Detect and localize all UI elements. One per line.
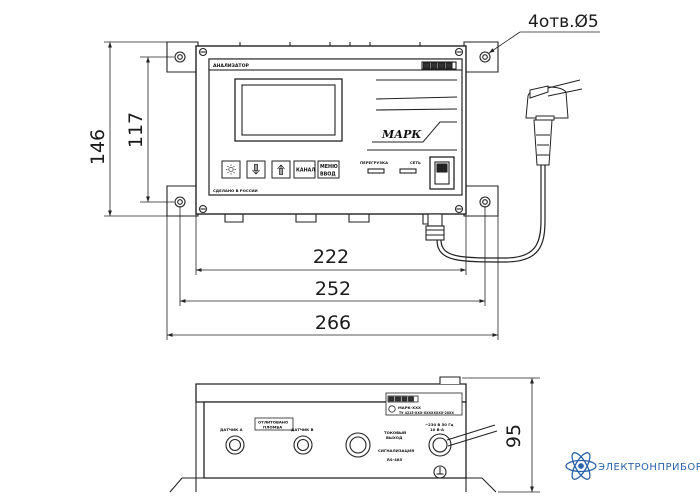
seal-label-box: [254, 417, 294, 431]
dim-117: 117: [125, 112, 147, 148]
menu-button-label: МЕНЮ: [320, 164, 338, 170]
dimension-lines: [104, 31, 600, 340]
side-cable-gland: [428, 424, 498, 457]
panel-brand: МАРК: [381, 128, 422, 141]
power-cable: [436, 165, 546, 263]
current-output-label-2: ВЫХОД: [386, 435, 403, 440]
signalization-label: СИГНАЛИЗАЦИЯ: [378, 448, 414, 453]
overload-label: ПЕРЕГРУЗКА: [360, 160, 388, 165]
corner-screws: [198, 47, 464, 214]
dim-222: 222: [313, 246, 349, 268]
seal-label-1: ОТЛИТОВАНО: [258, 420, 289, 425]
rs485-label: RS-485: [387, 457, 403, 462]
hole-callout: 4отв.Ø5: [528, 12, 599, 32]
enter-button-label: ВВОД: [320, 172, 336, 178]
company-name: ЭЛЕКТРОНПРИБОР: [598, 462, 700, 473]
sensor-b-connector: [293, 435, 313, 455]
dim-252: 252: [315, 278, 351, 300]
top-ticks: [239, 42, 421, 46]
side-view: [169, 376, 540, 493]
light-button[interactable]: [221, 160, 241, 179]
power-rating-2: 10 В·А: [430, 427, 444, 432]
button-group: [221, 160, 340, 179]
ground-terminal: [433, 465, 447, 479]
cable-gland: [425, 213, 445, 241]
front-view: [166, 41, 583, 263]
panel-logo-badge: [421, 61, 457, 70]
sensor-a-label: ДАТЧИК А: [220, 427, 243, 432]
menu-enter-button[interactable]: [317, 160, 340, 179]
panel-title: АНАЛИЗАТОР: [213, 63, 249, 69]
nameplate: [385, 392, 463, 416]
model-plate: МАРК-ХХХ: [398, 405, 421, 410]
current-output-label-1: ТОКОВЫЙ: [384, 430, 406, 435]
sensor-b-label: ДАТЧИК В: [291, 427, 314, 432]
power-plug: [525, 79, 583, 166]
overload-indicator: [367, 168, 385, 174]
network-label: СЕТЬ: [410, 160, 421, 165]
network-indicator: [399, 168, 417, 174]
current-output-connector: [345, 432, 371, 458]
plate-line: ТУ 4215-ХХХ-ХХХХХХХХ-20ХХ: [399, 411, 455, 415]
panel-stripes: [367, 79, 458, 151]
title-bar: [208, 58, 463, 71]
made-in-label: СДЕЛАНО В РОССИИ: [213, 188, 258, 193]
dim-266: 266: [315, 312, 351, 334]
seal-label-2: ПЛОМБА: [263, 425, 282, 430]
arrow-up-icon: [277, 164, 285, 175]
dimension-labels: 146 117 222 252 266 4отв.Ø5: [87, 12, 599, 334]
brightness-icon: [226, 164, 236, 175]
side-view-labels: ОТЛИТОВАНО ПЛОМБА ДАТЧИК А ДАТЧИК В ТОКО…: [220, 405, 525, 462]
channel-button[interactable]: [293, 160, 316, 179]
dim-146: 146: [87, 129, 109, 165]
atom-icon: [565, 452, 597, 480]
channel-button-label: КАНАЛ: [296, 168, 315, 174]
company-logo: ЭЛЕКТРОНПРИБОР: [565, 452, 700, 480]
front-panel-labels: АНАЛИЗАТОР МАРК КАНАЛ МЕНЮ ВВОД ПЕРЕГРУЗ…: [213, 63, 422, 193]
power-rating-1: ~230 В 50 Гц: [425, 422, 454, 427]
dim-95: 95: [503, 424, 525, 448]
arrow-down-icon: [252, 164, 260, 175]
sensor-a-connector: [225, 435, 245, 455]
bottom-connectors: [224, 214, 441, 225]
